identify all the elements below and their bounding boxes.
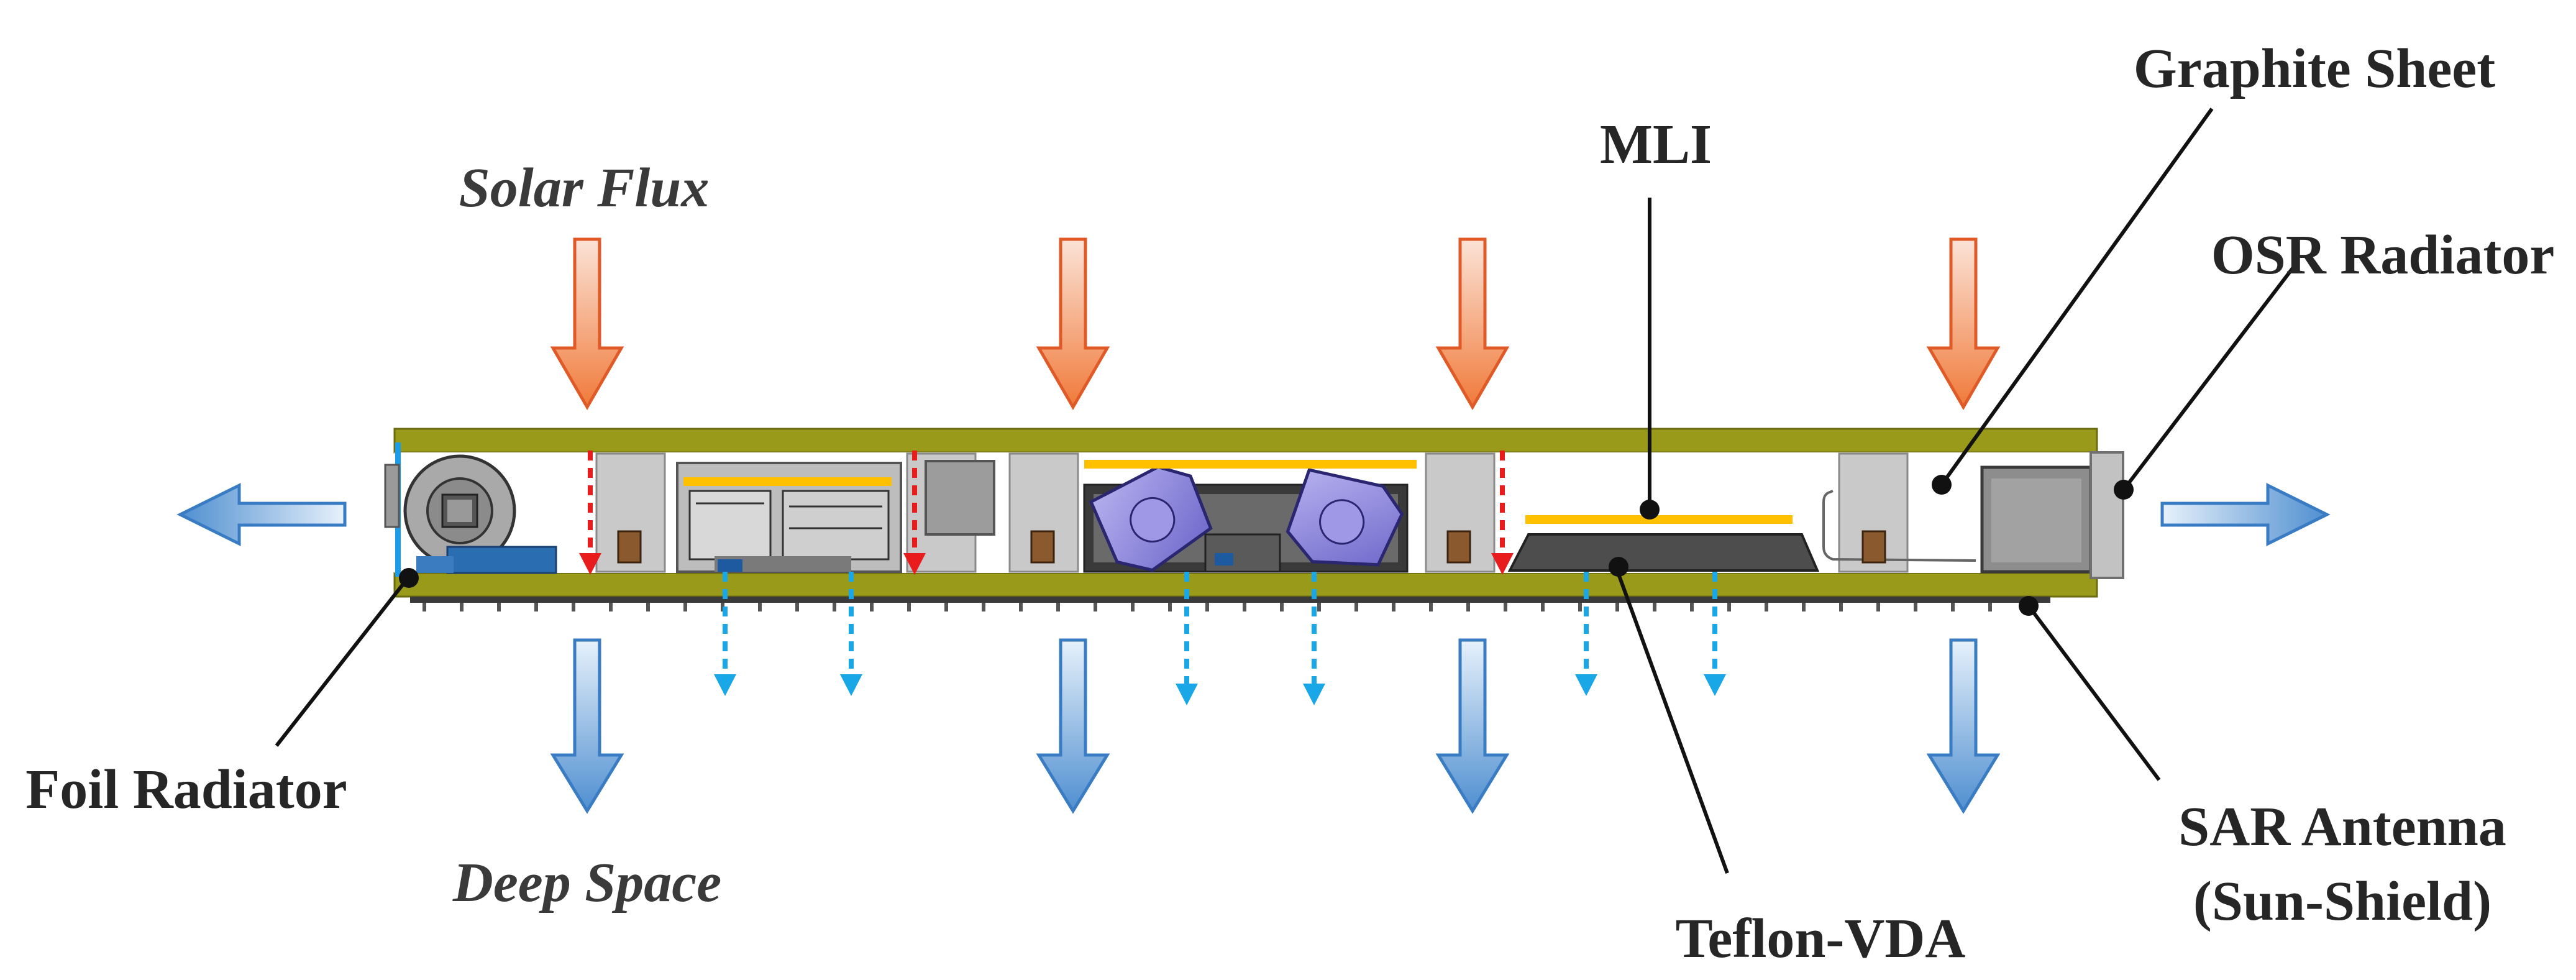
foil-marker — [399, 568, 419, 588]
foil-leader — [275, 578, 409, 747]
sun-shield-label: (Sun-Shield) — [2193, 871, 2492, 932]
bracket — [1030, 530, 1055, 564]
mli-layers — [683, 460, 1793, 524]
mounting-brackets — [617, 530, 1886, 564]
teflon-marker — [1609, 557, 1628, 577]
sar-leader — [2027, 605, 2161, 781]
right-equipment — [1822, 451, 2124, 579]
mli-bar — [1084, 460, 1417, 469]
space-arrow — [1036, 638, 1110, 814]
radiated-heat-arrows — [714, 572, 1726, 705]
deep-space-arrows — [550, 638, 2001, 814]
deep-space-label: Deep Space — [452, 852, 721, 914]
teflon-vda-unit — [1507, 533, 1820, 572]
bracket — [1446, 530, 1471, 564]
solar-arrow — [1036, 237, 1110, 410]
solar-flux-arrows — [550, 237, 2001, 410]
osr-marker — [2114, 480, 2134, 500]
bracket — [617, 530, 642, 564]
mli-bar — [1525, 515, 1793, 524]
osr-leader — [2122, 263, 2298, 491]
left-radiation-arrow — [176, 482, 347, 547]
left-equipment — [384, 454, 557, 574]
reaction-wheels — [1083, 465, 1409, 573]
right-radiation-arrow — [2160, 482, 2331, 547]
sar-antenna-label: SAR Antenna — [2178, 796, 2506, 858]
osr-radiator-label: OSR Radiator — [2211, 224, 2555, 286]
osr-radiator-plate — [2090, 451, 2124, 579]
mli-label: MLI — [1600, 114, 1712, 175]
top-panel — [393, 428, 2098, 454]
leader-lines — [275, 108, 2298, 874]
space-arrow — [550, 638, 624, 814]
solar-arrow — [550, 237, 624, 410]
solar-flux-label: Solar Flux — [459, 157, 710, 219]
sar-antenna-strip — [410, 597, 2050, 603]
teflon-leader — [1614, 564, 1729, 874]
mli-bar — [683, 477, 892, 486]
graphite-marker — [1932, 475, 1952, 495]
graphite-sheet-label: Graphite Sheet — [2134, 38, 2495, 99]
space-arrow — [1926, 638, 2001, 814]
solar-arrow — [1435, 237, 1510, 410]
sar-marker — [2019, 596, 2039, 616]
foil-radiator-label: Foil Radiator — [25, 759, 347, 820]
space-arrow — [1435, 638, 1510, 814]
antenna-rivets — [422, 603, 2029, 611]
graphite-leader — [1940, 108, 2214, 486]
bracket — [1861, 530, 1886, 564]
blue-box — [446, 546, 557, 574]
mli-marker — [1640, 500, 1660, 520]
bottom-panel — [393, 572, 2098, 598]
solar-arrow — [1926, 237, 2001, 410]
small-gray-box — [925, 460, 995, 536]
teflon-vda-label: Teflon-VDA — [1676, 908, 1966, 969]
internal-heat-arrows — [579, 451, 1514, 575]
